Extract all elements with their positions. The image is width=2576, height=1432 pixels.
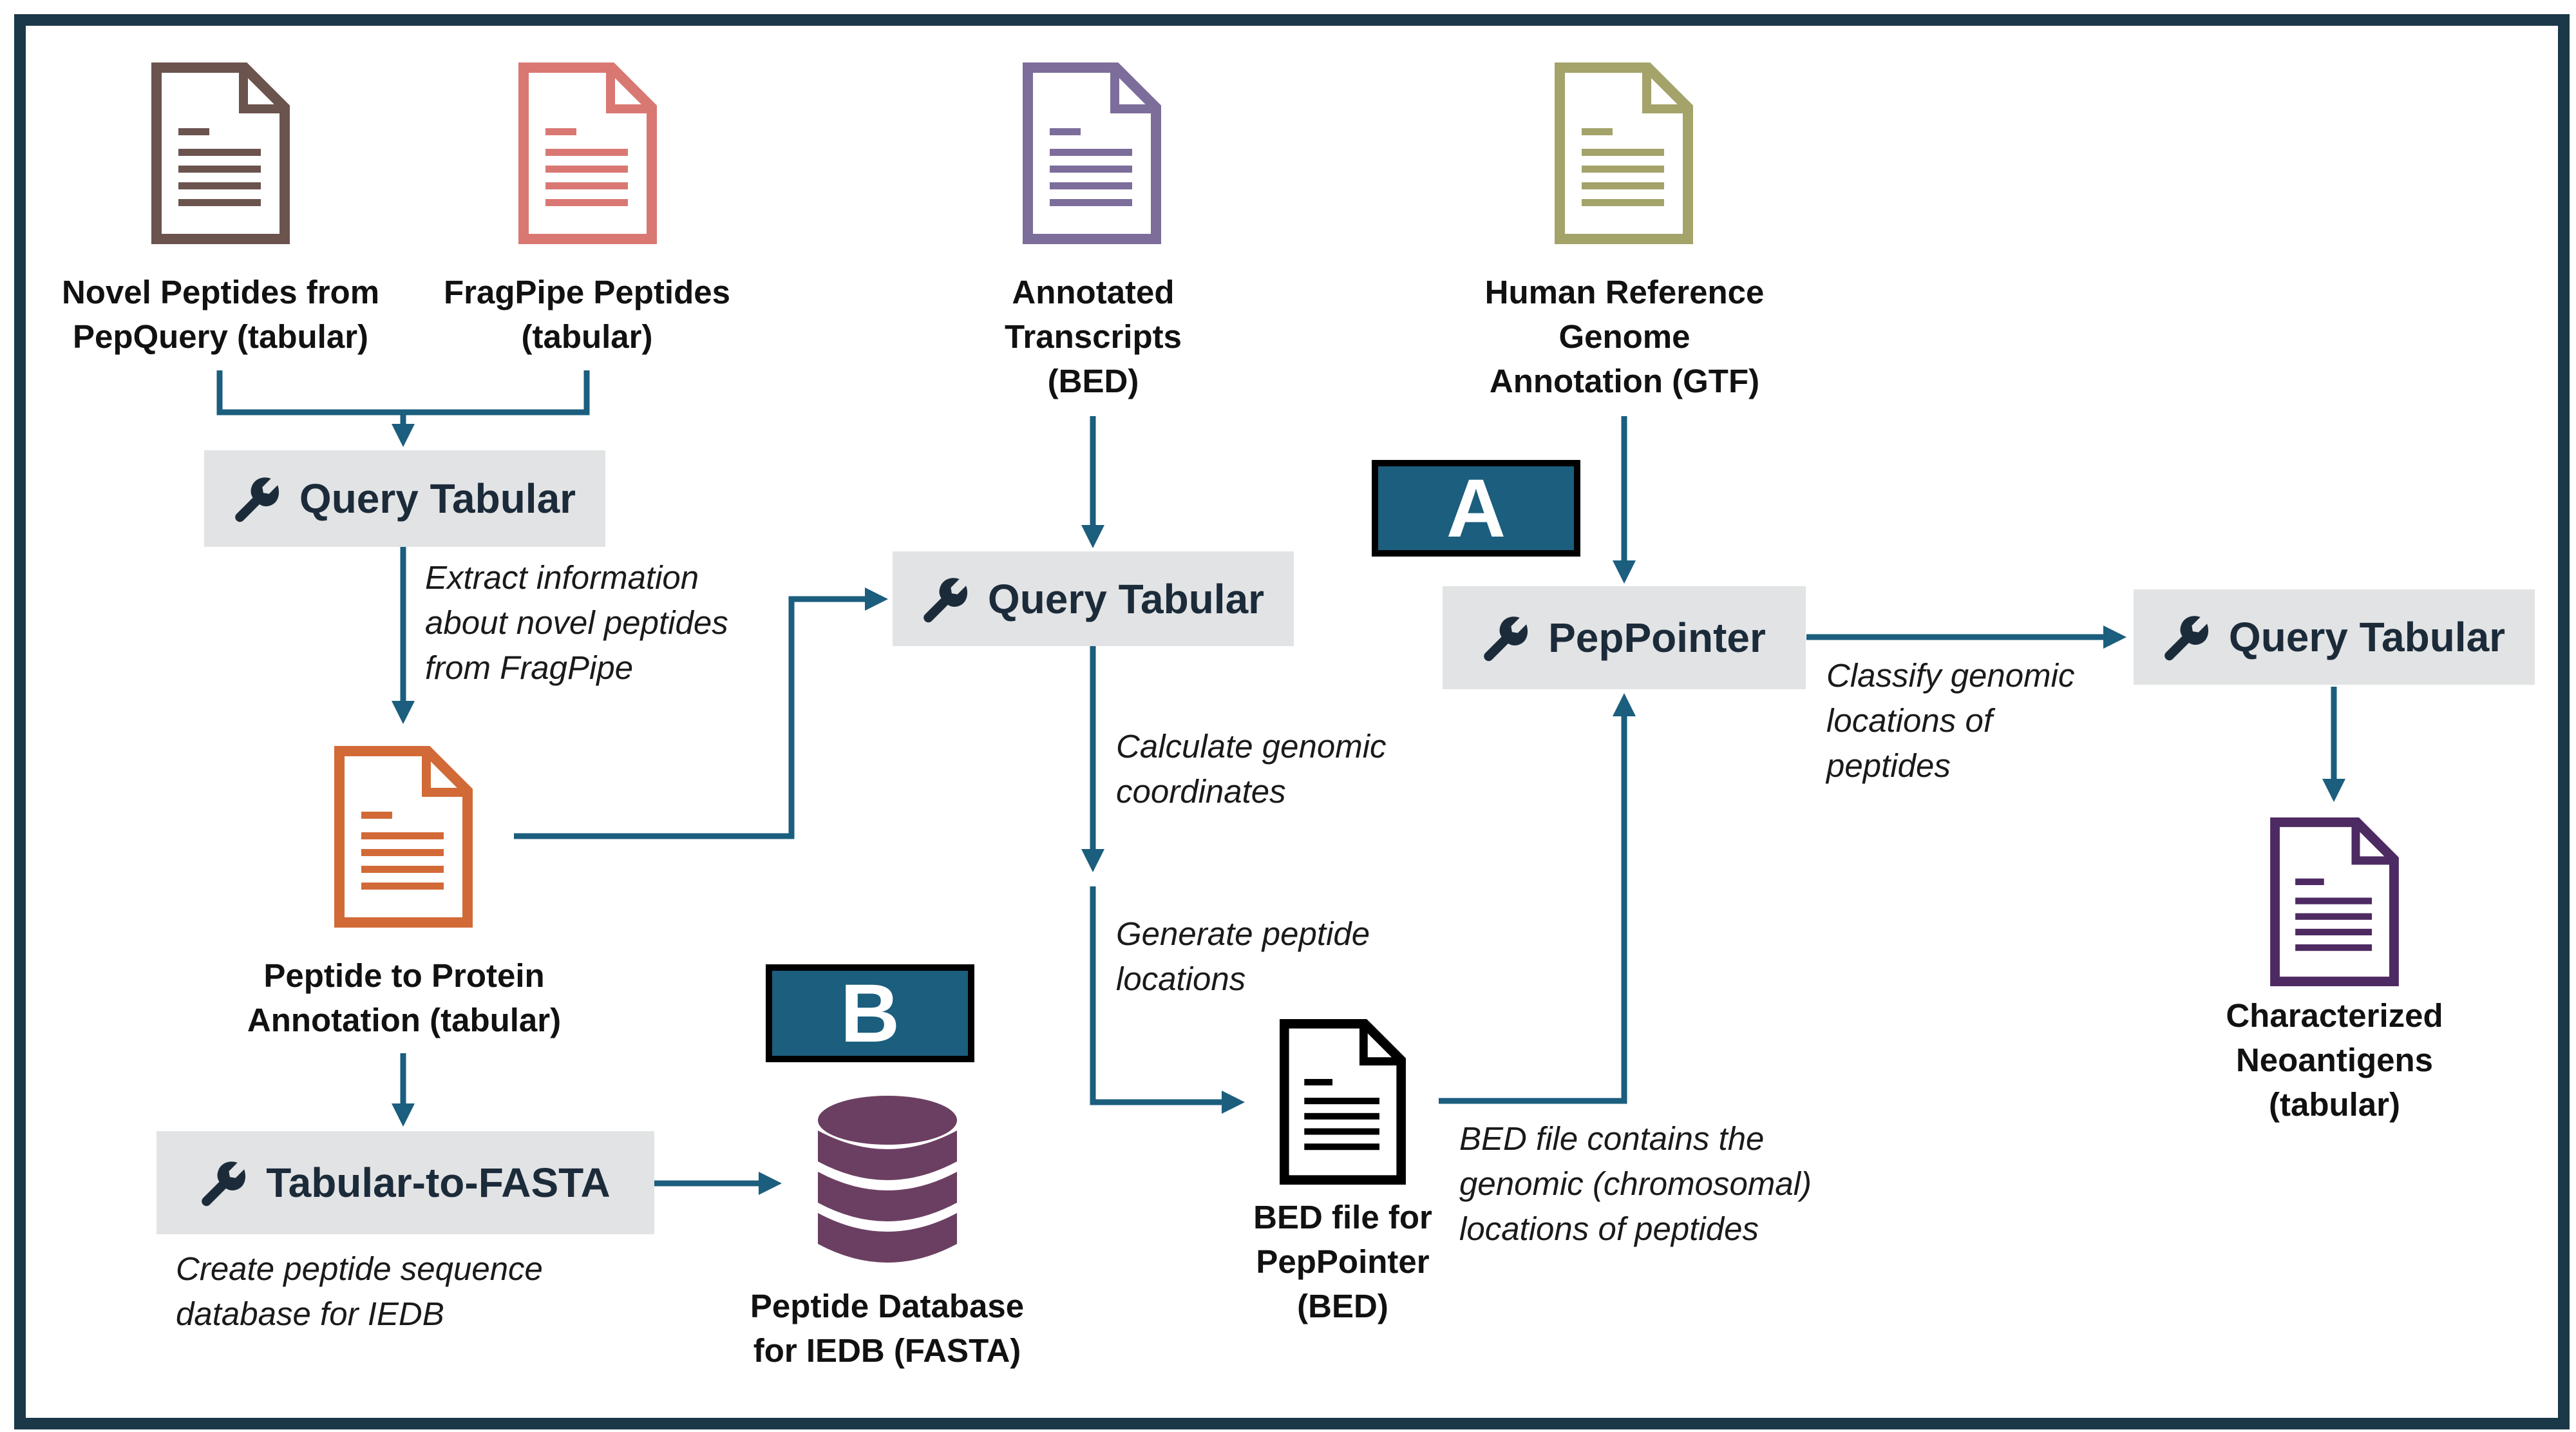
query-tabular-tool-3[interactable]: Query Tabular xyxy=(2134,589,2535,685)
wrench-icon xyxy=(923,577,967,622)
diagram-frame xyxy=(14,14,2570,1429)
section-tag-b: B xyxy=(766,964,974,1062)
query-tabular-tool-1[interactable]: Query Tabular xyxy=(204,450,605,547)
query-tabular-tool-3-label: Query Tabular xyxy=(2228,614,2506,660)
query-tabular-tool-2-label: Query Tabular xyxy=(987,575,1265,622)
tabular-to-fasta-tool[interactable]: Tabular-to-FASTA xyxy=(156,1131,654,1234)
genome-document-icon xyxy=(1555,62,1693,244)
query-tabular-tool-2[interactable]: Query Tabular xyxy=(893,551,1294,646)
connector-pepquery-fragpipe-merge xyxy=(216,370,590,415)
peppointer-tool[interactable]: PepPointer xyxy=(1443,586,1806,689)
neoantigens-document-icon xyxy=(2270,817,2399,986)
database-icon xyxy=(818,1096,957,1263)
arrow-annotation-to-query-tabular-2 xyxy=(514,587,888,839)
fragpipe-label: FragPipe Peptides(tabular) xyxy=(444,274,730,355)
peppointer-tool-label: PepPointer xyxy=(1548,615,1766,661)
bed-document-icon xyxy=(1280,1019,1406,1185)
arrow-to-bed-file xyxy=(1090,886,1245,1114)
wrench-icon xyxy=(235,477,279,522)
transcripts-document-icon xyxy=(1023,62,1161,244)
pepquery-document-icon xyxy=(151,62,290,244)
wrench-icon xyxy=(1484,616,1528,662)
section-tag-a: A xyxy=(1372,460,1580,557)
annotation-document-icon xyxy=(334,746,473,928)
query-tabular-tool-1-label: Query Tabular xyxy=(299,475,576,522)
fragpipe-document-icon xyxy=(518,62,657,244)
wrench-icon xyxy=(202,1161,246,1207)
arrow-bed-to-peppointer xyxy=(1439,693,1636,1104)
tabular-to-fasta-tool-label: Tabular-to-FASTA xyxy=(266,1160,611,1206)
wrench-icon xyxy=(2164,616,2208,661)
